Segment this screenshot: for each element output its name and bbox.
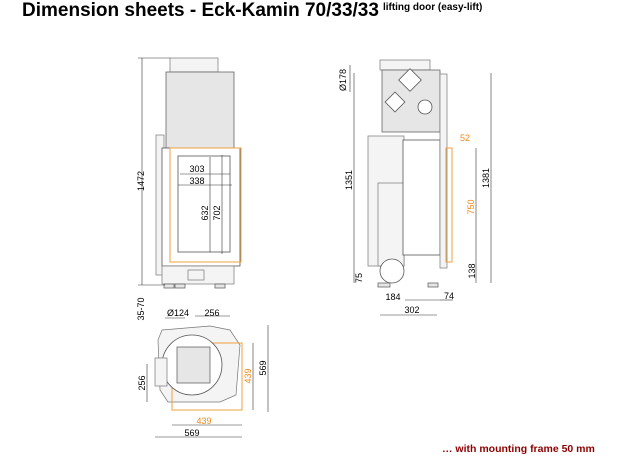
foot	[214, 283, 226, 289]
dim-height-right: 1381	[481, 168, 491, 188]
dim-depth-frame: 439	[243, 368, 253, 383]
dim-glass-height-outer: 702	[212, 205, 222, 220]
dim-air-inlet-diameter: Ø124	[167, 308, 189, 318]
dim-height-left: 1351	[344, 170, 354, 190]
page-subtitle: lifting door (easy-lift)	[382, 2, 483, 13]
foot	[174, 283, 186, 289]
dim-depth-outer: 569	[258, 360, 268, 375]
foot	[163, 283, 175, 289]
air-duct	[379, 258, 405, 284]
mounting-frame-outline	[169, 147, 242, 263]
dim-depth-total: 302	[404, 305, 419, 315]
dim-offset-left: 256	[137, 375, 147, 390]
dim-foot-adjust: 35-70	[136, 297, 146, 320]
front-view: 1472 35-70 303 338 632 702	[136, 57, 242, 321]
flue-collar	[169, 57, 219, 73]
dim-offset-top: 256	[204, 308, 219, 318]
dim-depth-a: 184	[385, 292, 400, 302]
dim-width-outer: 569	[184, 428, 199, 438]
glass-pane	[177, 155, 231, 253]
dim-base-height: 75	[354, 273, 364, 283]
foot	[377, 282, 391, 288]
dim-glass-height-inner: 632	[200, 205, 210, 220]
dim-total-height: 1472	[136, 171, 146, 191]
dim-bottom-to-frame: 138	[467, 263, 477, 278]
flue-outlet	[398, 68, 422, 92]
lower-panel	[377, 182, 405, 267]
top-view: Ø124 256 569 439 256 439 569	[137, 308, 269, 438]
top-plate	[176, 346, 211, 384]
dim-flue-diameter: Ø178	[338, 69, 348, 91]
dim-frame-height: 750	[466, 199, 476, 214]
upper-body	[165, 71, 235, 149]
dim-glass-width-inner: 303	[189, 164, 204, 174]
footnote: … with mounting frame 50 mm	[442, 443, 595, 455]
side-view: Ø178 1351 1381 52 750 138 75 184 74 302	[338, 59, 492, 316]
fan	[417, 99, 433, 115]
title-text: Dimension sheets - Eck-Kamin 70/33/33	[22, 0, 379, 21]
front-panel	[439, 73, 448, 269]
dim-width-frame: 439	[196, 416, 211, 426]
flue-collar	[379, 59, 431, 71]
air-inlet	[187, 269, 205, 281]
dim-frame-offset: 52	[460, 133, 470, 143]
door-panel	[402, 139, 441, 256]
foot	[427, 282, 439, 288]
dim-glass-width-outer: 338	[189, 176, 204, 186]
air-inlet	[154, 357, 168, 387]
mounting-frame-outline	[445, 147, 453, 263]
dim-depth-b: 74	[444, 291, 454, 301]
flue-outlet	[384, 91, 406, 113]
